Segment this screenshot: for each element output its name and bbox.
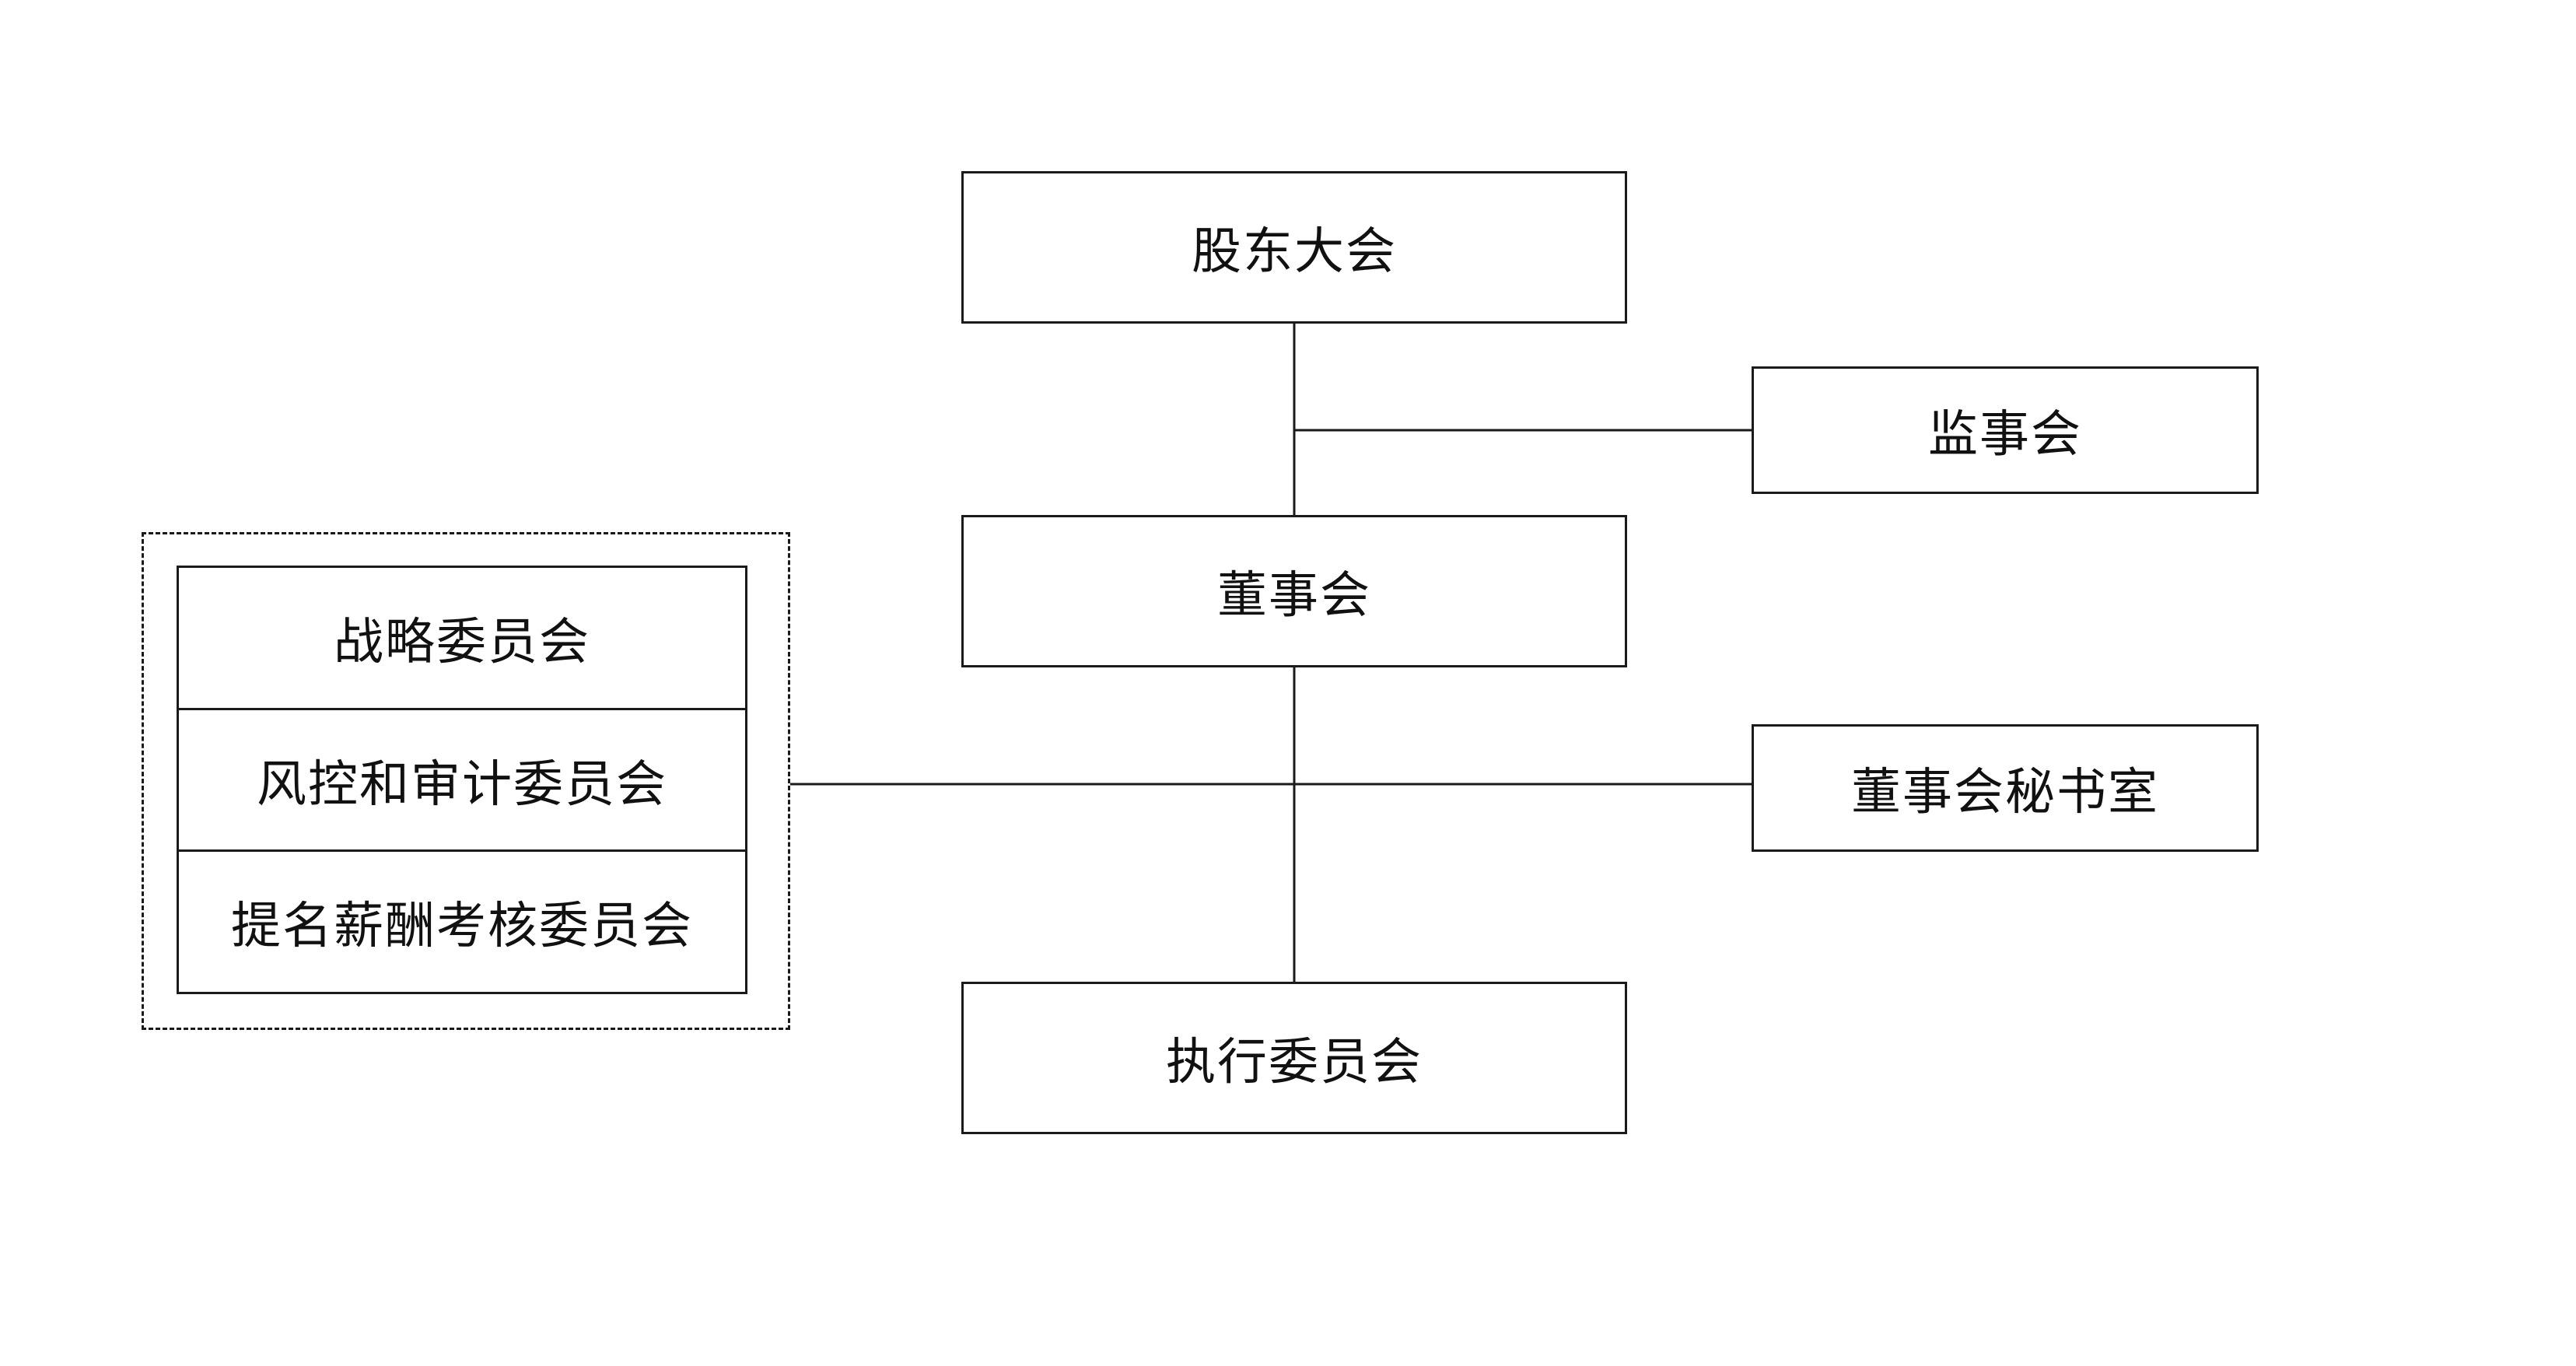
special-committees-stack: 战略委员会 风控和审计委员会 提名薪酬考核委员会 (177, 566, 747, 994)
committee-strategy-label: 战略委员会 (334, 613, 590, 671)
committee-strategy: 战略委员会 (179, 568, 745, 708)
committee-risk-audit-label: 风控和审计委员会 (257, 755, 667, 814)
executive-committee-box: 执行委员会 (961, 982, 1627, 1134)
committee-nomination-compensation: 提名薪酬考核委员会 (179, 849, 745, 992)
committee-risk-audit: 风控和审计委员会 (179, 707, 745, 850)
supervisory-board-box: 监事会 (1752, 366, 2259, 494)
board-secretary-office-label: 董事会秘书室 (1851, 764, 2159, 821)
committee-nomination-compensation-label: 提名薪酬考核委员会 (231, 898, 693, 956)
shareholders-meeting-box: 股东大会 (961, 171, 1627, 324)
executive-committee-label: 执行委员会 (1166, 1034, 1423, 1091)
shareholders-meeting-label: 股东大会 (1192, 223, 1397, 281)
board-of-directors-box: 董事会 (961, 515, 1627, 667)
board-secretary-office-box: 董事会秘书室 (1752, 724, 2259, 852)
board-of-directors-label: 董事会 (1217, 567, 1371, 625)
special-committees-group (142, 532, 790, 1030)
supervisory-board-label: 监事会 (1928, 406, 2082, 464)
